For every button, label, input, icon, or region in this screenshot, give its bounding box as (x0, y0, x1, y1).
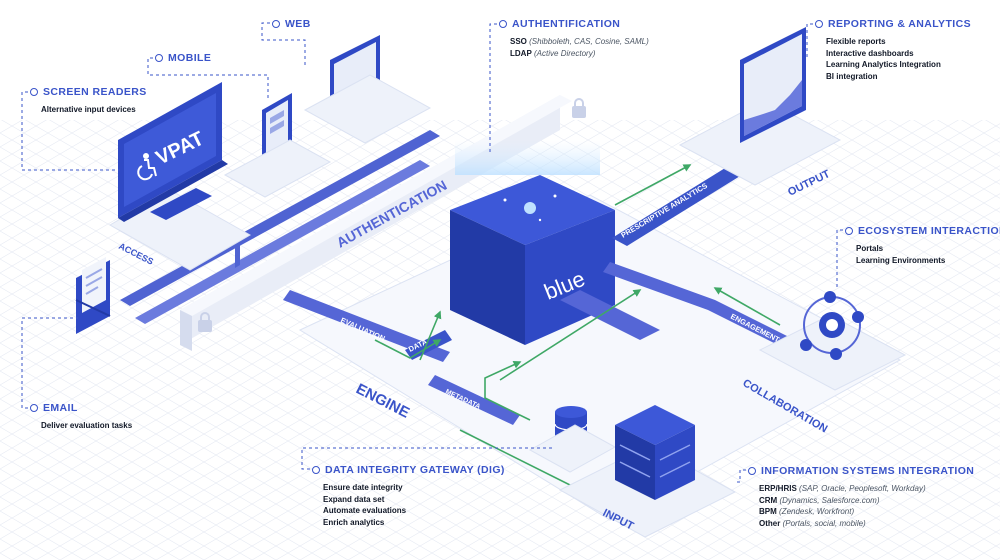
callout-title: ECOSYSTEM INTERACTION (858, 225, 1000, 237)
callout-item: BI integration (826, 71, 878, 81)
item-detail: (Active Directory) (534, 48, 596, 58)
item-detail: (Shibboleth, CAS, Cosine, SAML) (529, 37, 649, 46)
leader-lines (21, 22, 843, 483)
callout-title: MOBILE (168, 52, 212, 64)
input-flow-arrow (499, 289, 642, 381)
callout-item: Ensure date integrity (323, 483, 403, 492)
prescriptive-analytics-lane (612, 165, 745, 246)
callout-item: Learning Environments (856, 255, 946, 265)
input-lane (560, 290, 660, 340)
cube-left (450, 210, 525, 345)
callout-dot-icon (30, 404, 38, 412)
callout-dot-icon (815, 20, 823, 28)
callout-item: Alternative input devices (41, 105, 136, 114)
callout-title: EMAIL (43, 402, 78, 414)
callout-item: BPM (Zendesk, Workfront) (759, 506, 974, 518)
callout-dot-icon (748, 467, 756, 475)
callout-mobile: MOBILE (155, 52, 211, 64)
callout-ecosystem-interaction: ECOSYSTEM INTERACTION Portals Learning E… (845, 225, 1000, 266)
callout-item: CRM (Dynamics, Salesforce.com) (759, 495, 974, 507)
item-detail: (SAP, Oracle, Peoplesoft, Workday) (799, 484, 926, 493)
access-track-lower (135, 160, 430, 324)
authentication-wall-side (180, 310, 192, 351)
callout-title: DATA INTEGRITY GATEWAY (DIG) (325, 464, 505, 476)
callout-item: Deliver evaluation tasks (41, 421, 133, 430)
output-platform (678, 99, 842, 186)
engagement-lane (603, 262, 805, 355)
callout-dot-icon (155, 54, 163, 62)
callout-item: LDAP (Active Directory) (510, 48, 649, 60)
item-label: Other (759, 518, 781, 528)
item-label: SSO (510, 37, 527, 46)
collaboration-network-icon (800, 291, 864, 360)
accessibility-icon (137, 153, 157, 181)
data-lane (405, 330, 452, 360)
callout-item: Flexible reports (826, 37, 886, 46)
analytics-chart-screen (740, 27, 806, 143)
web-platform (303, 74, 432, 144)
engagement-flow-arrow (713, 287, 781, 326)
item-detail: (Portals, social, mobile) (782, 518, 866, 528)
callout-web: WEB (272, 18, 311, 30)
callout-dot-icon (845, 227, 853, 235)
metadata-lane (428, 375, 520, 425)
keyboard-icon (150, 188, 212, 220)
callout-title: SCREEN READERS (43, 86, 147, 98)
callout-item: SSO (Shibboleth, CAS, Cosine, SAML) (510, 36, 649, 48)
item-label: ERP/HRIS (759, 484, 797, 493)
evaluation-flow-arrow (374, 339, 442, 359)
email-envelope (75, 257, 111, 334)
mobile-platform (223, 139, 332, 198)
callout-dot-icon (499, 20, 507, 28)
callout-screen-readers: SCREEN READERS Alternative input devices (30, 86, 147, 116)
vpat-monitor: VPAT (118, 82, 228, 222)
item-label: CRM (759, 495, 778, 505)
item-detail: (Zendesk, Workfront) (779, 507, 855, 516)
padlock-icon (572, 98, 586, 118)
item-label: LDAP (510, 48, 532, 58)
metadata-flow-arrow (484, 361, 531, 421)
evaluation-lane (283, 290, 450, 362)
callout-email: EMAIL Deliver evaluation tasks (30, 402, 132, 432)
callout-authentification: AUTHENTIFICATION SSO (Shibboleth, CAS, C… (499, 18, 649, 59)
callout-title: WEB (285, 18, 311, 30)
callout-dot-icon (272, 20, 280, 28)
padlock-icon (198, 312, 212, 332)
callout-title: INFORMATION SYSTEMS INTEGRATION (761, 465, 975, 477)
callout-dot-icon (312, 466, 320, 474)
data-flow-arrow (419, 310, 442, 361)
item-detail: (Dynamics, Salesforce.com) (779, 495, 880, 505)
callout-title: REPORTING & ANALYTICS (828, 18, 971, 30)
callout-title: AUTHENTIFICATION (512, 18, 621, 30)
callout-reporting-analytics: REPORTING & ANALYTICS Flexible reports I… (815, 18, 971, 82)
output-flow-arrow (614, 164, 692, 206)
item-label: BPM (759, 507, 777, 516)
callout-item: Expand data set (323, 494, 385, 504)
callout-item: Interactive dashboards (826, 48, 914, 58)
callout-item: Other (Portals, social, mobile) (759, 518, 974, 530)
callout-dot-icon (30, 88, 38, 96)
callout-item: Portals (856, 244, 884, 253)
callout-information-systems-integration: INFORMATION SYSTEMS INTEGRATION ERP/HRIS… (748, 465, 974, 529)
callout-item: Learning Analytics Integration (826, 60, 941, 69)
callout-item: Enrich analytics (323, 517, 385, 527)
input-database-stack-icon (615, 405, 695, 500)
callout-data-integrity-gateway: DATA INTEGRITY GATEWAY (DIG) Ensure date… (312, 464, 505, 528)
callout-item: Automate evaluations (323, 506, 407, 515)
callout-item: ERP/HRIS (SAP, Oracle, Peoplesoft, Workd… (759, 483, 974, 495)
access-track-vertical (235, 245, 240, 268)
